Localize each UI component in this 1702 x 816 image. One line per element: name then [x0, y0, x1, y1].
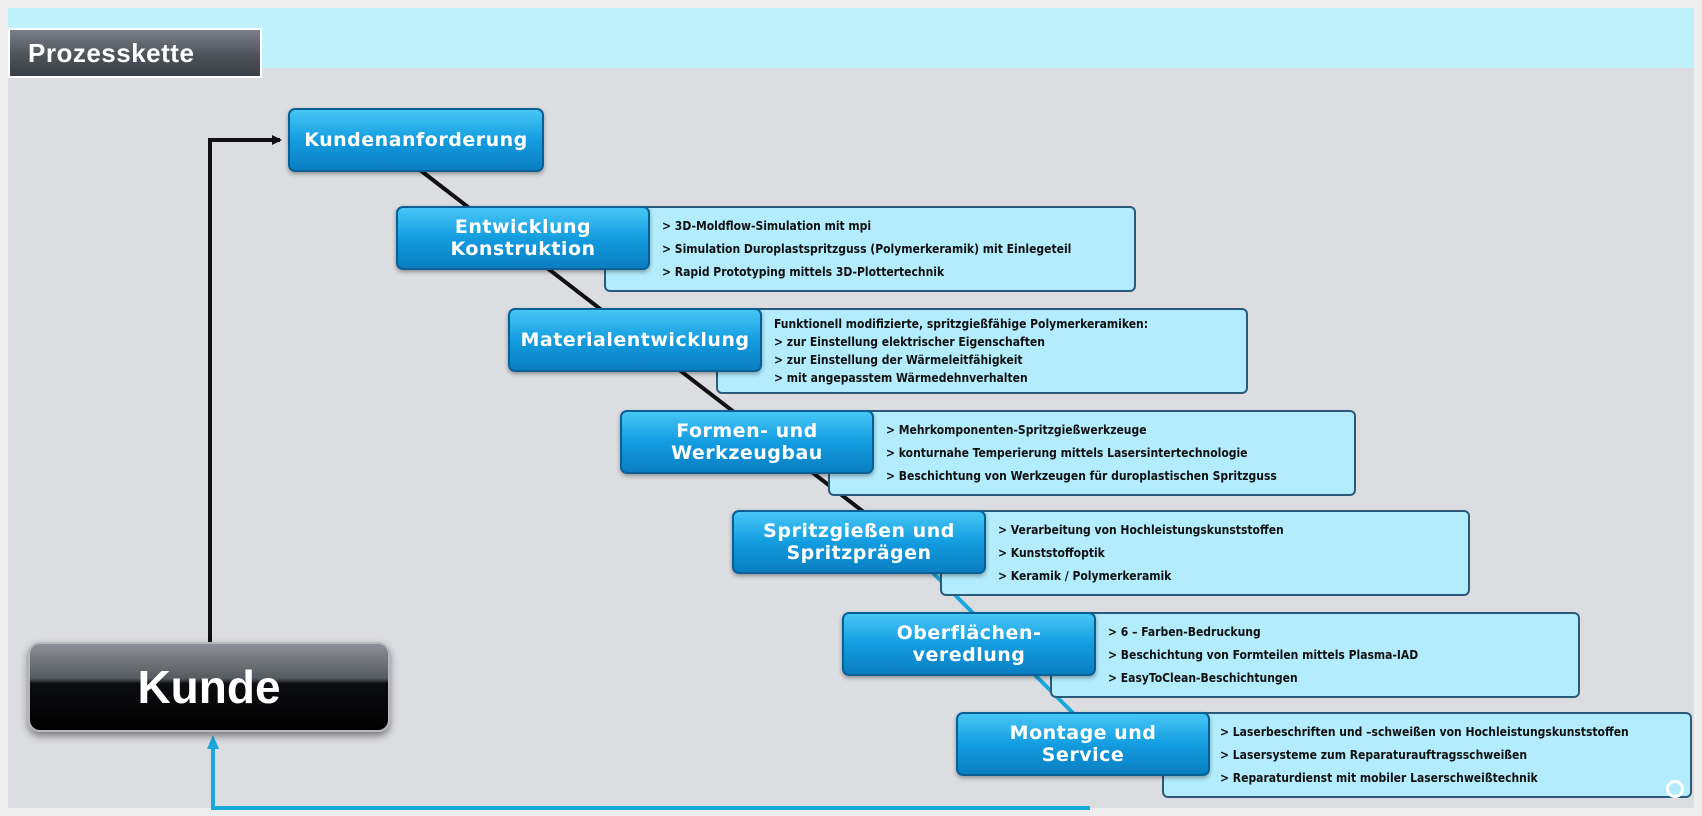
info-box-oberflaechen: > 6 – Farben-Bedruckung > Beschichtung v…: [1050, 612, 1580, 698]
step-montage-service[interactable]: Montage und Service: [956, 712, 1210, 776]
info-line: > 3D-Moldflow-Simulation mit mpi: [662, 218, 872, 233]
info-line: > Simulation Duroplastspritzguss (Polyme…: [662, 241, 1072, 256]
info-box-spritzgiessen: > Verarbeitung von Hochleistungskunststo…: [940, 510, 1470, 596]
step-label-line1: Entwicklung: [454, 216, 592, 238]
step-label-line1: Oberflächen-: [896, 622, 1042, 644]
info-box-materialentwicklung: Funktionell modifizierte, spritzgießfähi…: [716, 308, 1248, 394]
info-box-formenbau: > Mehrkomponenten-Spritzgießwerkzeuge > …: [828, 410, 1356, 496]
info-line: > Kunststoffoptik: [998, 545, 1105, 560]
info-line: > Beschichtung von Werkzeugen für duropl…: [886, 469, 1277, 484]
info-line: > Rapid Prototyping mittels 3D-Plotterte…: [662, 265, 945, 280]
step-formen-werkzeugbau[interactable]: Formen- und Werkzeugbau: [620, 410, 874, 474]
step-label-line1: Spritzgießen und: [763, 520, 955, 542]
step-label: Kundenanforderung: [304, 129, 528, 151]
info-line: > zur Einstellung der Wärmeleitfähigkeit: [774, 352, 1023, 367]
info-line: > Keramik / Polymerkeramik: [998, 569, 1172, 584]
delivery-arrow: [207, 735, 1090, 810]
step-label-line2: Konstruktion: [450, 238, 596, 260]
info-line: Funktionell modifizierte, spritzgießfähi…: [774, 316, 1149, 331]
info-line: > Beschichtung von Formteilen mittels Pl…: [1108, 647, 1419, 662]
info-line: > Mehrkomponenten-Spritzgießwerkzeuge: [886, 422, 1147, 437]
info-line: > EasyToClean-Beschichtungen: [1108, 671, 1298, 686]
title-band: [8, 8, 1694, 68]
step-label-line2: Service: [1041, 744, 1125, 766]
zoom-icon[interactable]: [1666, 780, 1684, 798]
page-title: Prozesskette: [8, 28, 262, 78]
step-kundenanforderung[interactable]: Kundenanforderung: [288, 108, 544, 172]
step-label-line1: Montage und: [1009, 722, 1157, 744]
step-label-line1: Formen- und: [676, 420, 818, 442]
info-box-montage: > Laserbeschriften und –schweißen von Ho…: [1162, 712, 1692, 798]
info-line: > zur Einstellung elektrischer Eigenscha…: [774, 334, 1045, 349]
request-arrow: [208, 135, 282, 642]
customer-box[interactable]: Kunde: [28, 642, 390, 732]
step-entwicklung-konstruktion[interactable]: Entwicklung Konstruktion: [396, 206, 650, 270]
info-line: > Reparaturdienst mit mobiler Laserschwe…: [1220, 771, 1538, 786]
info-line: > Lasersysteme zum Reparaturauftragsschw…: [1220, 747, 1528, 762]
info-line: > Verarbeitung von Hochleistungskunststo…: [998, 522, 1284, 537]
step-spritzgiessen-spritzpraegen[interactable]: Spritzgießen und Spritzprägen: [732, 510, 986, 574]
info-line: > 6 – Farben-Bedruckung: [1108, 624, 1261, 639]
info-line: > konturnahe Temperierung mittels Lasers…: [886, 445, 1248, 460]
step-label-line2: veredlung: [912, 644, 1026, 666]
customer-label: Kunde: [137, 661, 281, 713]
info-line: > mit angepasstem Wärmedehnverhalten: [774, 370, 1028, 385]
info-line: > Laserbeschriften und –schweißen von Ho…: [1220, 724, 1629, 739]
step-label-line2: Spritzprägen: [786, 542, 932, 564]
step-label-line2: Werkzeugbau: [671, 442, 823, 464]
step-materialentwicklung[interactable]: Materialentwicklung: [508, 308, 762, 372]
step-oberflaechenveredlung[interactable]: Oberflächen- veredlung: [842, 612, 1096, 676]
info-box-entwicklung: > 3D-Moldflow-Simulation mit mpi > Simul…: [604, 206, 1136, 292]
step-label: Materialentwicklung: [520, 329, 750, 351]
